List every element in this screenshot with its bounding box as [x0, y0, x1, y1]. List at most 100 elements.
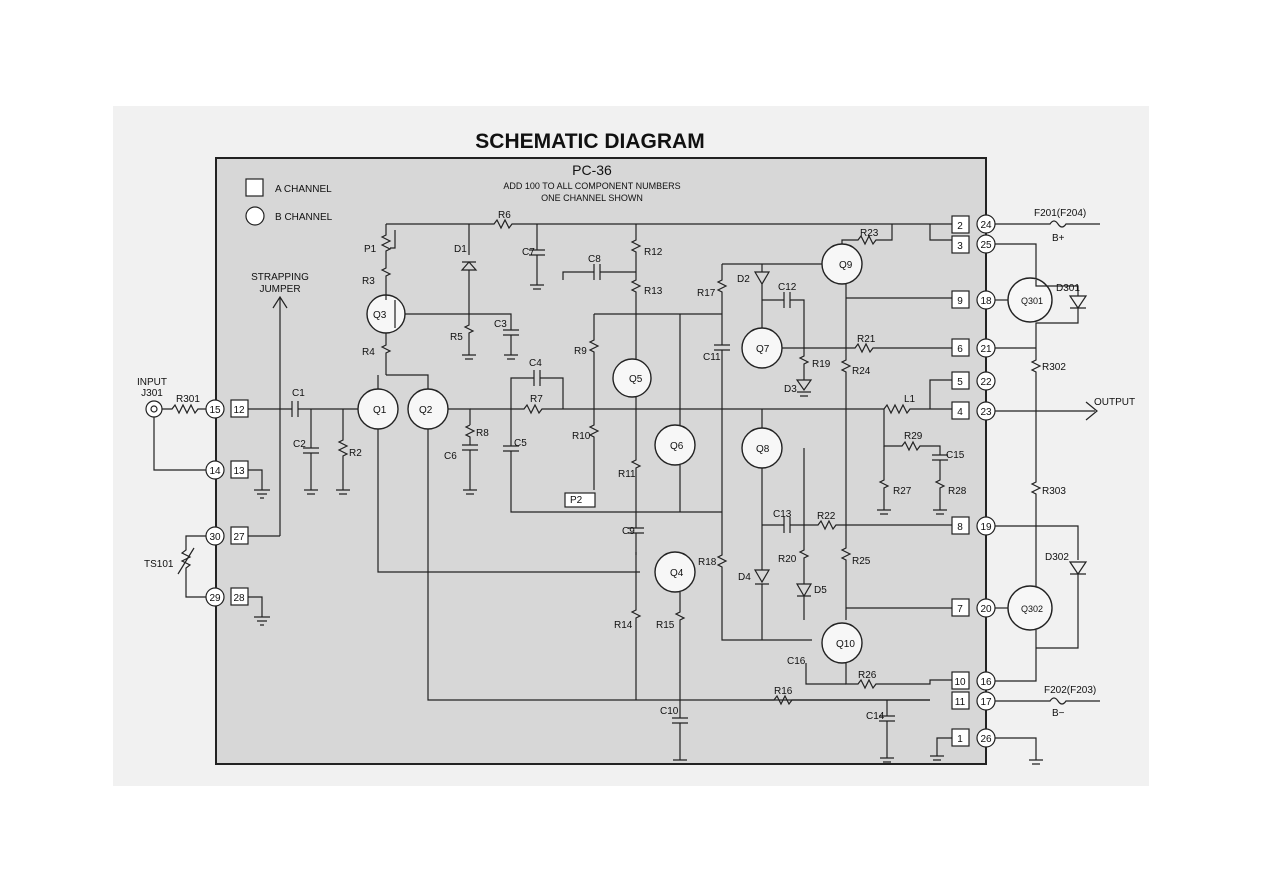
r25-label: R25 [852, 556, 871, 567]
svg-text:P2: P2 [570, 495, 583, 506]
r9-label: R9 [574, 346, 587, 357]
fuse-bottom-rail: B− [1052, 708, 1065, 719]
svg-text:26: 26 [980, 734, 992, 745]
r7-label: R7 [530, 394, 543, 405]
r14-label: R14 [614, 620, 633, 631]
strapping-label-1: STRAPPING [251, 272, 309, 283]
c16-label: C16 [787, 656, 806, 667]
r5-label: R5 [450, 332, 463, 343]
q4-transistor-icon [654, 551, 696, 593]
r22-label: R22 [817, 511, 836, 522]
svg-text:7: 7 [957, 604, 963, 615]
svg-text:Q5: Q5 [629, 374, 643, 385]
svg-text:24: 24 [980, 220, 992, 231]
q10-transistor-icon [821, 622, 863, 664]
c12-label: C12 [778, 282, 797, 293]
output-label: OUTPUT [1094, 397, 1135, 408]
fuse-top-rail: B+ [1052, 233, 1065, 244]
r2-label: R2 [349, 448, 362, 459]
svg-text:Q8: Q8 [756, 444, 770, 455]
r13-label: R13 [644, 286, 663, 297]
note-line-1: ADD 100 TO ALL COMPONENT NUMBERS [503, 181, 680, 191]
svg-text:25: 25 [980, 240, 992, 251]
svg-text:13: 13 [233, 466, 245, 477]
svg-text:Q3: Q3 [373, 310, 387, 321]
c10-label: C10 [660, 706, 679, 717]
svg-text:22: 22 [980, 377, 992, 388]
q301-transistor-icon [1007, 277, 1053, 323]
r11-label: R11 [618, 469, 636, 480]
svg-text:21: 21 [980, 344, 992, 355]
r23-label: R23 [860, 228, 879, 239]
c15-label: C15 [946, 450, 965, 461]
svg-text:16: 16 [980, 677, 992, 688]
q6-transistor-icon [654, 424, 696, 466]
svg-text:Q1: Q1 [373, 405, 387, 416]
svg-text:15: 15 [209, 405, 221, 416]
r301-label: R301 [176, 394, 200, 405]
svg-text:Q6: Q6 [670, 441, 684, 452]
svg-text:12: 12 [233, 405, 245, 416]
svg-text:Q7: Q7 [756, 344, 770, 355]
q5-transistor-icon [612, 358, 652, 398]
r302-label: R302 [1042, 362, 1066, 373]
d301-label: D301 [1056, 283, 1080, 294]
d5-label: D5 [814, 585, 827, 596]
legend-square-icon [245, 178, 264, 197]
c2-label: C2 [293, 439, 306, 450]
l1-label: L1 [904, 394, 916, 405]
svg-text:23: 23 [980, 407, 992, 418]
r6-label: R6 [498, 210, 511, 221]
svg-text:5: 5 [957, 377, 963, 388]
svg-text:30: 30 [209, 532, 221, 543]
svg-text:9: 9 [957, 296, 963, 307]
c8-label: C8 [588, 254, 601, 265]
r26-label: R26 [858, 670, 877, 681]
c3-label: C3 [494, 319, 507, 330]
p1-label: P1 [364, 244, 377, 255]
svg-text:Q10: Q10 [836, 639, 855, 650]
q302-transistor-icon [1007, 585, 1053, 631]
svg-text:Q302: Q302 [1021, 604, 1043, 614]
svg-text:6: 6 [957, 344, 963, 355]
r3-label: R3 [362, 276, 375, 287]
fuse-bottom-label: F202(F203) [1044, 685, 1096, 696]
r19-label: R19 [812, 359, 831, 370]
right-pins: 2 24 3 25 9 18 6 21 5 22 4 23 8 19 7 20 … [951, 214, 996, 748]
svg-text:Q2: Q2 [419, 405, 433, 416]
r18-label: R18 [698, 557, 717, 568]
p2-pot-icon [564, 492, 596, 508]
left-pins: 15 12 14 13 30 27 29 28 [205, 399, 249, 607]
fuse-top-label: F201(F204) [1034, 208, 1086, 219]
r16-label: R16 [774, 686, 793, 697]
svg-text:Q4: Q4 [670, 568, 684, 579]
legend-circle-icon [245, 206, 265, 226]
svg-text:1: 1 [957, 734, 963, 745]
c13-label: C13 [773, 509, 792, 520]
d3-label: D3 [784, 384, 797, 395]
d4-label: D4 [738, 572, 751, 583]
r8-label: R8 [476, 428, 489, 439]
c11-label: C11 [703, 352, 721, 363]
r10-label: R10 [572, 431, 591, 442]
c5-label: C5 [514, 438, 527, 449]
r4-label: R4 [362, 347, 375, 358]
svg-text:8: 8 [957, 522, 963, 533]
svg-text:18: 18 [980, 296, 992, 307]
input-jack-label: J301 [141, 388, 163, 399]
c7-label: C7 [522, 247, 535, 258]
c6-label: C6 [444, 451, 457, 462]
d2-label: D2 [737, 274, 750, 285]
svg-text:10: 10 [954, 677, 966, 688]
legend-b-channel: B CHANNEL [275, 212, 333, 223]
strapping-arrow-icon [272, 295, 288, 536]
r24-label: R24 [852, 366, 871, 377]
d1-label: D1 [454, 244, 467, 255]
svg-text:11: 11 [955, 697, 966, 708]
svg-text:17: 17 [980, 697, 992, 708]
svg-text:20: 20 [980, 604, 992, 615]
c9-label: C9 [622, 526, 635, 537]
svg-text:3: 3 [957, 241, 963, 252]
r17-label: R17 [697, 288, 716, 299]
